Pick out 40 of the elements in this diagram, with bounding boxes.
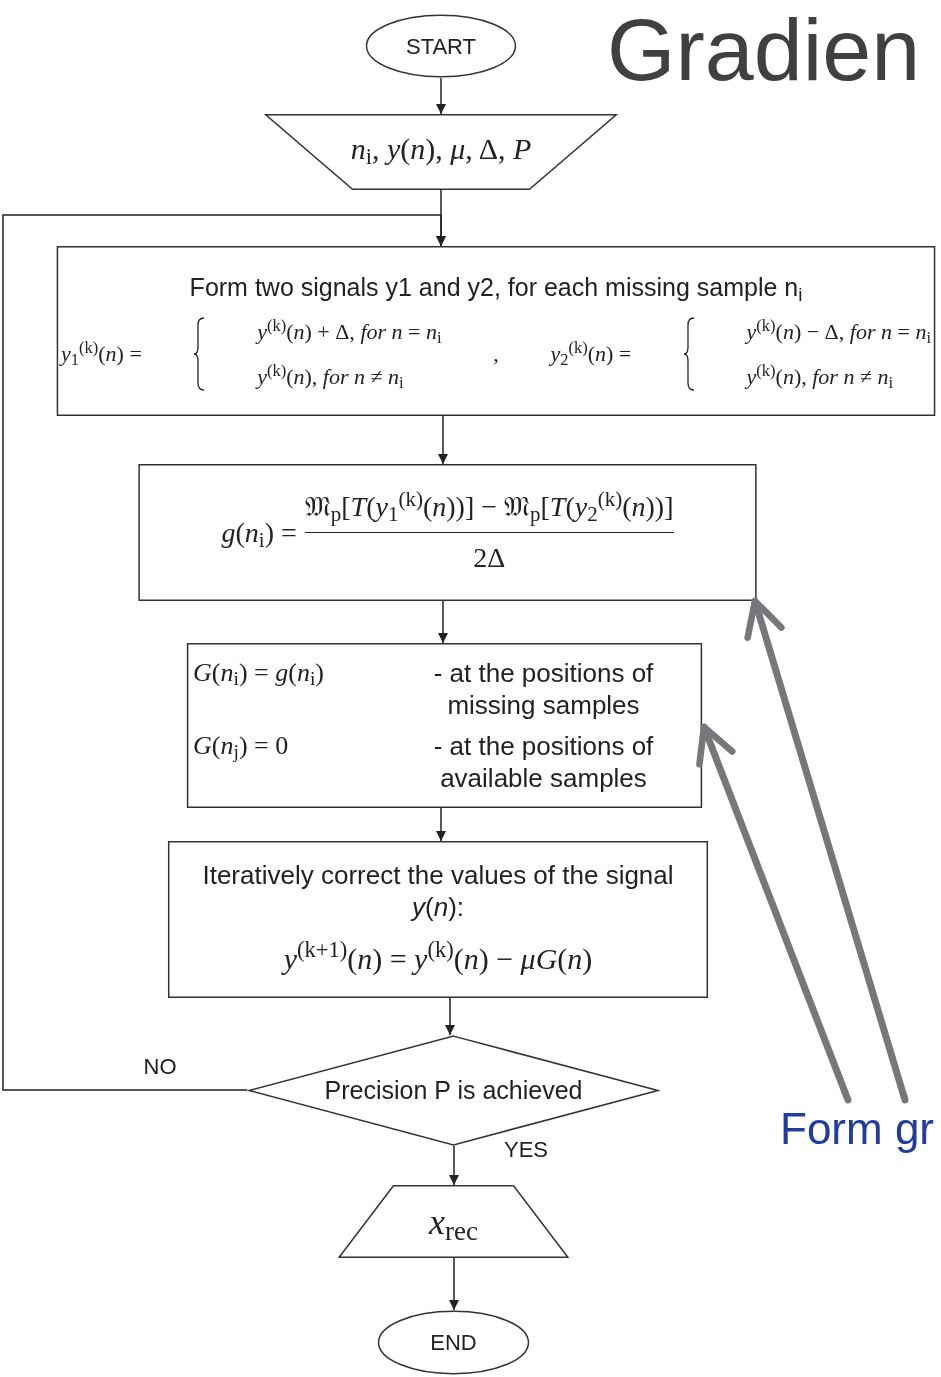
formula: y$^{(k+1)}$(n) = y$^{(k)}$(n) − μG(n) [283, 936, 593, 977]
arrow [445, 997, 455, 1036]
input-parameters: n$_{i}$, y(n), μ, Δ, P [350, 130, 532, 171]
formula: y$_{1}$$^{(k)}$(n) = [61, 337, 142, 371]
step-text: Iteratively correct the values of the signal y(n): [201, 858, 675, 924]
arrow [438, 415, 448, 465]
fraction-numerator: 𝔐$_{p}$[T(y$_{1}$$^{(k)}$(n))] − 𝔐$_{p}$[T(y$_{2}$$^{(k)}$(n))] [304, 486, 674, 533]
step-heading: Form two signals y1 and y2, for each missing sample n$_{i}$ [189, 272, 803, 307]
output-label: x$_{rec}$ [429, 1200, 478, 1249]
arrow [449, 1257, 459, 1311]
formula: y$^{(k)}$(n), for n ≠ n$_{i}$ [746, 359, 895, 393]
formula: y$^{(k)}$(n) + Δ, for n = n$_{i}$ [257, 314, 442, 348]
arrow [449, 1145, 459, 1186]
pointer-arrow [696, 723, 852, 1104]
formula: y$^{(k)}$(n) − Δ, for n = n$_{i}$ [746, 314, 931, 348]
arrow [436, 77, 446, 115]
arrow [436, 807, 446, 842]
output-trapezoid [338, 1185, 569, 1258]
fraction-denominator: 2Δ [473, 541, 506, 575]
formula: G(n$_{j}$) = 0 [193, 729, 290, 762]
comma: , [493, 340, 499, 369]
input-trapezoid [264, 114, 618, 190]
process-box [166, 841, 710, 998]
formula: y$^{(k)}$(n), for n ≠ n$_{i}$ [257, 359, 405, 393]
description-text: - at the positions of available samples [432, 729, 655, 795]
terminal-label: START [405, 32, 477, 61]
formula: g(n$_{i}$) = [221, 515, 297, 554]
process-box [185, 643, 704, 808]
formula: G(n$_{i}$) = g(n$_{i}$) [193, 656, 325, 689]
description-text: - at the positions of missing samples [432, 656, 655, 722]
terminal-label: END [430, 1329, 477, 1357]
terminal-ellipse [377, 1310, 530, 1375]
slide-title: Gradien [607, 6, 921, 94]
terminal-ellipse [365, 14, 517, 78]
arrow [2, 214, 446, 1091]
arrow [438, 600, 448, 644]
formula: y$_{2}$$^{(k)}$(n) = [550, 337, 632, 371]
annotation-text: Form gr [780, 1103, 934, 1155]
pointer-arrow [744, 597, 909, 1104]
process-box [136, 464, 759, 601]
